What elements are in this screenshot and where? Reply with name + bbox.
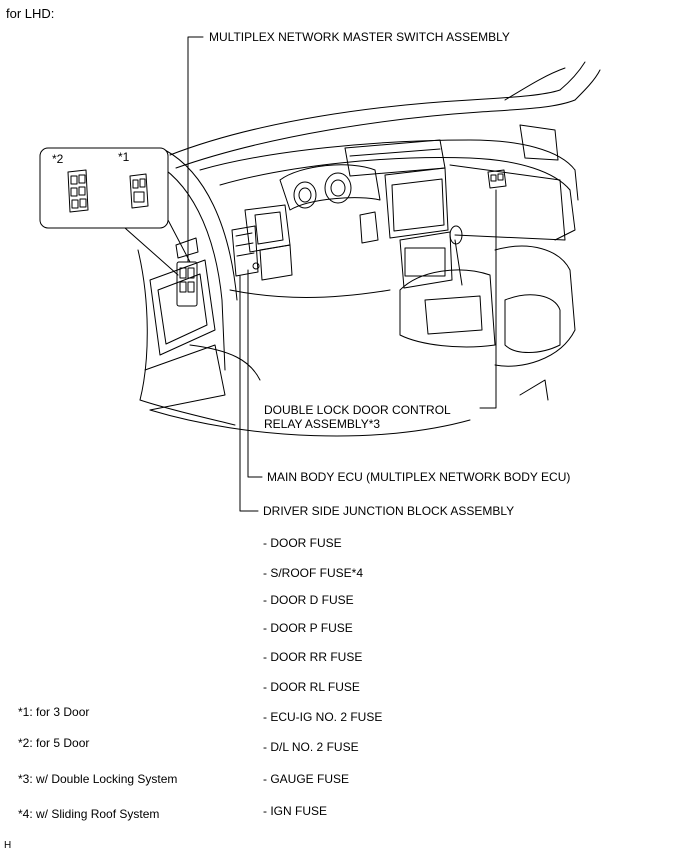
fuse-item: - IGN FUSE: [263, 804, 328, 818]
callout-double-lock-line1: DOUBLE LOCK DOOR CONTROL: [264, 403, 451, 417]
fuse-item: - DOOR RR FUSE: [263, 650, 363, 664]
fuse-item: - S/ROOF FUSE*4: [263, 566, 364, 580]
inset-label-3-door: *1: [118, 150, 130, 164]
fuse-item: - D/L NO. 2 FUSE: [263, 740, 359, 754]
inset-label-5-door: *2: [52, 152, 64, 166]
callout-junction-block: DRIVER SIDE JUNCTION BLOCK ASSEMBLY: [263, 504, 515, 518]
callout-main-body-ecu: MAIN BODY ECU (MULTIPLEX NETWORK BODY EC…: [267, 470, 571, 484]
footnote: *4: w/ Sliding Roof System: [18, 807, 160, 821]
footnote: *3: w/ Double Locking System: [18, 772, 178, 786]
callout-double-lock-line2: RELAY ASSEMBLY*3: [264, 417, 381, 431]
fuse-item: - DOOR RL FUSE: [263, 680, 360, 694]
fuse-item: - DOOR D FUSE: [263, 593, 354, 607]
fuse-item: - DOOR P FUSE: [263, 621, 353, 635]
fuse-item: - DOOR FUSE: [263, 536, 342, 550]
corner-mark: H: [4, 840, 12, 851]
footnote: *1: for 3 Door: [18, 705, 90, 719]
page-header: for LHD:: [6, 6, 55, 21]
callout-master-switch: MULTIPLEX NETWORK MASTER SWITCH ASSEMBLY: [209, 30, 510, 44]
footnote: *2: for 5 Door: [18, 736, 90, 750]
fuse-item: - ECU-IG NO. 2 FUSE: [263, 710, 383, 724]
fuse-item: - GAUGE FUSE: [263, 772, 350, 786]
